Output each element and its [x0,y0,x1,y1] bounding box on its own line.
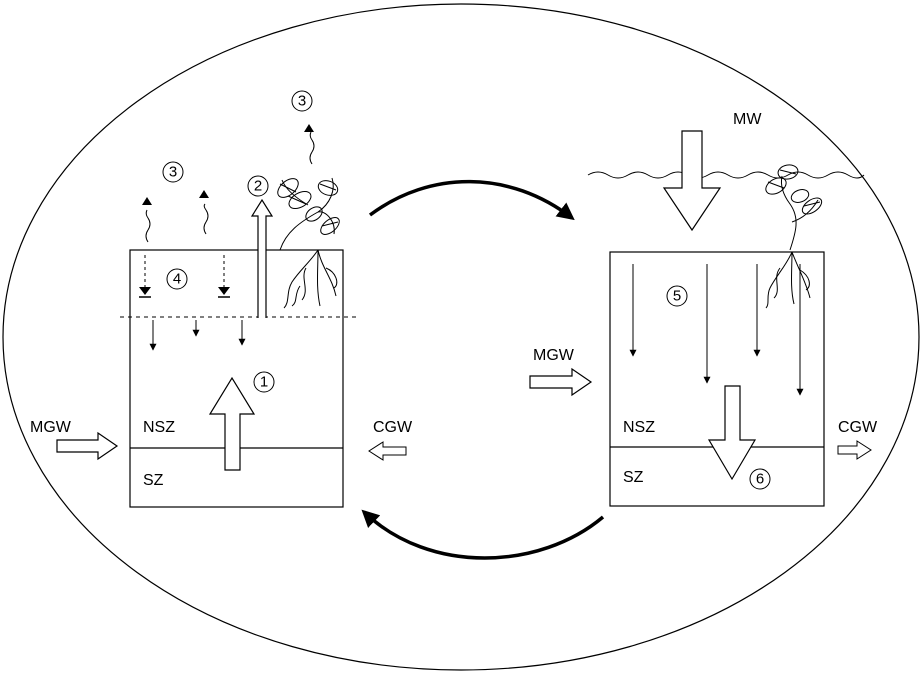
cgw-arrow-left [369,442,406,460]
cgw-label-right: CGW [838,419,878,436]
groundwater-recharge-arrow [709,386,755,479]
nsz-label-right: NSZ [623,419,655,436]
transpiration-arrow [252,200,272,318]
evaporation-arrowhead [199,190,209,198]
evaporation-wavy-arrow [310,132,314,164]
right-panel: MW MGW CGW NSZ SZ 5 6 [530,111,878,506]
evaporation-wavy-arrow [146,210,150,242]
marker-4: 4 [173,271,181,288]
sz-label-right: SZ [623,469,644,486]
evaporation-arrowhead [142,197,152,205]
cycle-arrow-top [370,182,572,218]
outer-ellipse [3,4,919,670]
plant-illustration-right [763,163,824,308]
marker-5: 5 [673,288,681,305]
marker-3: 3 [169,164,177,181]
mgw-inflow-arrow-right [530,369,591,395]
capillary-rise-arrow [210,378,254,470]
left-panel: MGW CGW NSZ SZ 1 2 3 3 4 [30,91,413,507]
flood-water-surface [588,172,864,178]
mw-infiltration-arrow [664,131,720,230]
marker-3b: 3 [298,93,306,110]
water-level-marker [139,287,151,295]
mw-label: MW [733,111,762,128]
cgw-label-left: CGW [373,419,413,436]
sz-label-left: SZ [143,472,164,489]
mgw-inflow-arrow-left [57,433,117,459]
marker-1: 1 [260,374,268,391]
mgw-label-right: MGW [533,347,575,364]
plant-illustration-left [274,175,342,308]
marker-2: 2 [254,178,262,195]
water-level-marker [218,287,230,295]
cgw-arrow-right [838,441,871,459]
mgw-label-left: MGW [30,419,72,436]
evaporation-arrowhead [304,124,314,132]
cycle-arrow-bottom [364,512,603,558]
evaporation-wavy-arrow [204,204,208,234]
nsz-label-left: NSZ [143,419,175,436]
marker-6: 6 [756,471,764,488]
